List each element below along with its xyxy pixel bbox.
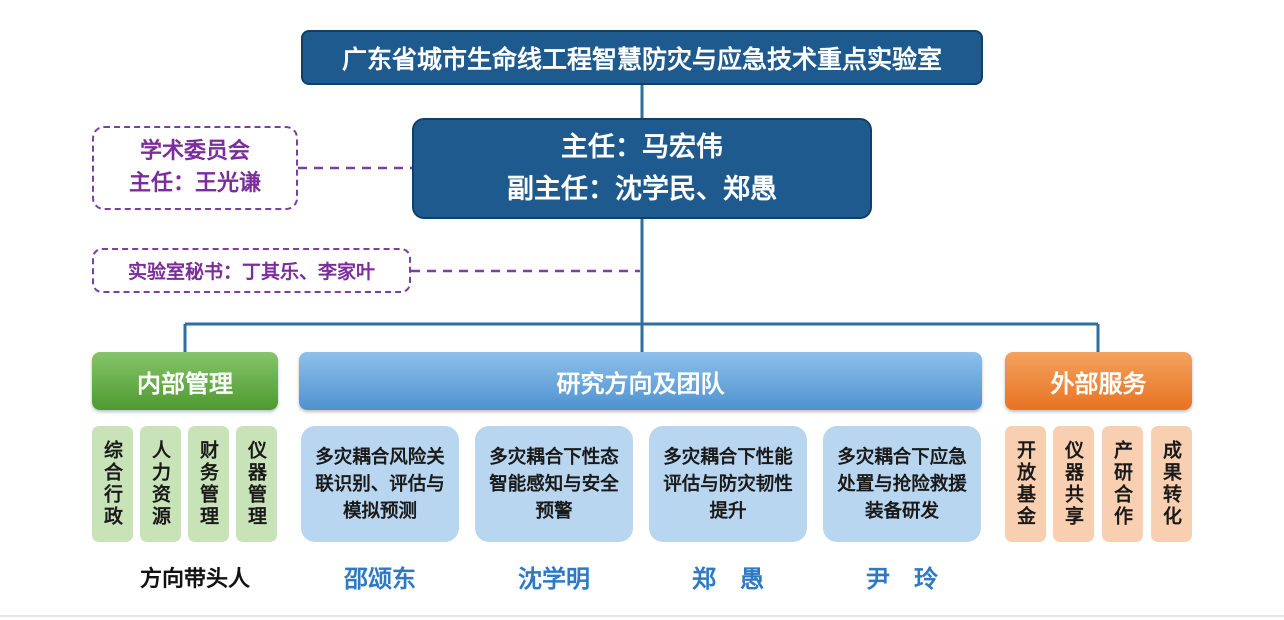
internal-item: 人力资源 [140, 426, 181, 542]
internal-management-title: 内部管理 [137, 369, 233, 398]
direction-leader: 邵颂东 [344, 564, 416, 593]
external-item: 成果转化 [1151, 426, 1192, 542]
internal-management-header: 内部管理 [92, 352, 278, 410]
research-direction-box: 多灾耦合下性能评估与防灾韧性提升 [649, 426, 807, 542]
secretary-text: 实验室秘书：丁其乐、李家叶 [127, 261, 375, 283]
external-item: 产研合作 [1102, 426, 1143, 542]
external-item: 开放基金 [1005, 426, 1046, 542]
direction-leader: 郑 愚 [692, 564, 764, 593]
research-direction-text: 多灾耦合风险关联识别、评估与模拟预测 [315, 446, 445, 522]
deputy-director-line: 副主任：沈学民、郑愚 [507, 173, 777, 205]
research-directions-header: 研究方向及团队 [299, 352, 982, 410]
internal-item: 综合行政 [92, 426, 133, 542]
external-services-title: 外部服务 [1050, 369, 1147, 398]
academic-committee-chair: 主任：王光谦 [128, 171, 261, 196]
direction-leader: 尹 玲 [866, 564, 938, 593]
internal-item: 财务管理 [188, 426, 229, 542]
direction-leaders-label: 方向带头人 [140, 567, 251, 592]
secretary-box: 实验室秘书：丁其乐、李家叶 [92, 248, 411, 293]
research-direction-text: 多灾耦合下性能评估与防灾韧性提升 [663, 446, 793, 522]
lab-title: 广东省城市生命线工程智慧防灾与应急技术重点实验室 [301, 30, 983, 85]
direction-leader: 沈学明 [518, 564, 590, 593]
research-direction-text: 多灾耦合下应急处置与抢险救援装备研发 [837, 446, 967, 522]
bottom-divider [0, 615, 1284, 617]
academic-committee-box: 学术委员会 主任：王光谦 [92, 126, 298, 210]
lab-title-text: 广东省城市生命线工程智慧防灾与应急技术重点实验室 [341, 44, 942, 74]
director-box: 主任：马宏伟 副主任：沈学民、郑愚 [412, 118, 872, 219]
research-direction-box: 多灾耦合下性态智能感知与安全预警 [475, 426, 633, 542]
external-services-header: 外部服务 [1005, 352, 1192, 410]
research-direction-text: 多灾耦合下性态智能感知与安全预警 [489, 446, 619, 522]
internal-item: 仪器管理 [236, 426, 277, 542]
research-direction-box: 多灾耦合风险关联识别、评估与模拟预测 [301, 426, 459, 542]
director-line: 主任：马宏伟 [561, 131, 723, 163]
research-directions-title: 研究方向及团队 [556, 369, 725, 398]
academic-committee-name: 学术委员会 [139, 139, 250, 164]
external-item: 仪器共享 [1053, 426, 1094, 542]
research-direction-box: 多灾耦合下应急处置与抢险救援装备研发 [823, 426, 981, 542]
